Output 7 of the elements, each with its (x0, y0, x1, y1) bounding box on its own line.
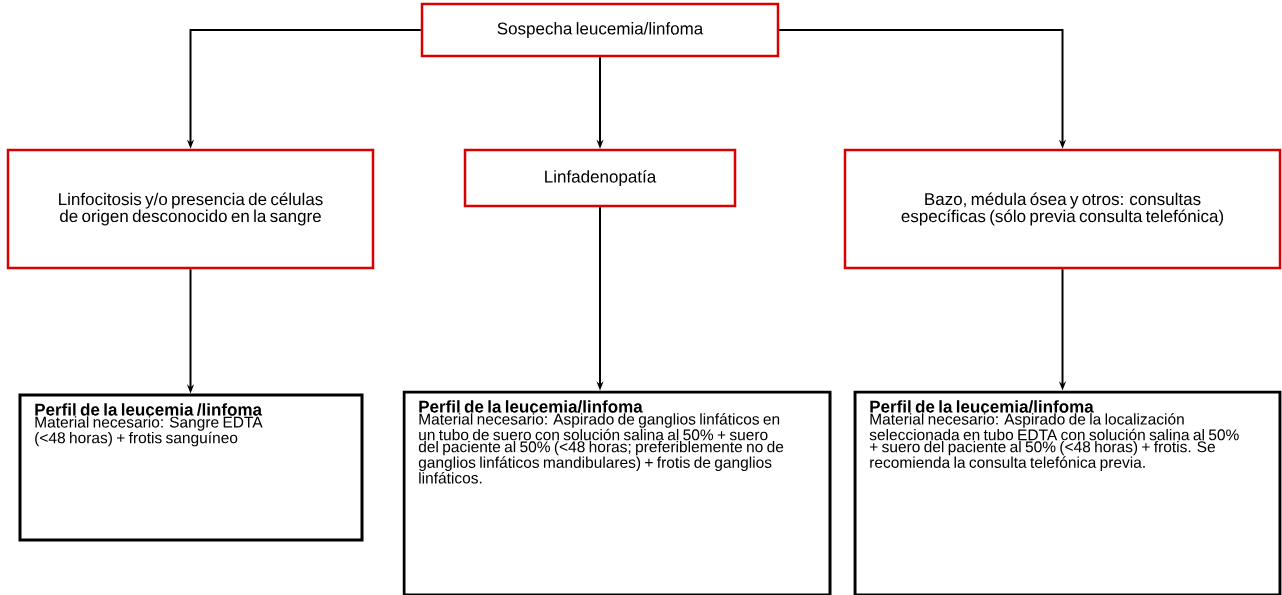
result-box: Perfil de la leucemia /linfoma Material necesario: Sangre EDTA (<48 horas) + frotis sanguíneo (18, 393, 364, 542)
process-box: Linfocitosis y/o presencia de células de origen desconocido en la sangre (6, 148, 375, 270)
process-box: Bazo, médula ósea y otros: consultas específicas (sólo previa consulta telefónica) (843, 148, 1282, 270)
process-box: Linfadenopatía (463, 148, 737, 208)
result-box: Perfil de la leucemia/linfoma Material necesario: Aspirado de la localización seleccionada en tubo EDTA con solución salina al 50% + suero del paciente al 50% (<48 horas) + frotis. Se recomienda la consulta telefónica previa. (853, 390, 1282, 595)
result-box: Perfil de la leucemia/linfoma Material necesario: Aspirado de ganglios linfáticos en un tubo de suero con solución salina al 50% + suero del paciente al 50% (<48 horas; preferiblemente no de ganglios linfáticos mandibulares) + frotis de ganglios linfáticos. (402, 390, 832, 595)
process-box: Sospecha leucemia/linfoma (420, 2, 780, 58)
